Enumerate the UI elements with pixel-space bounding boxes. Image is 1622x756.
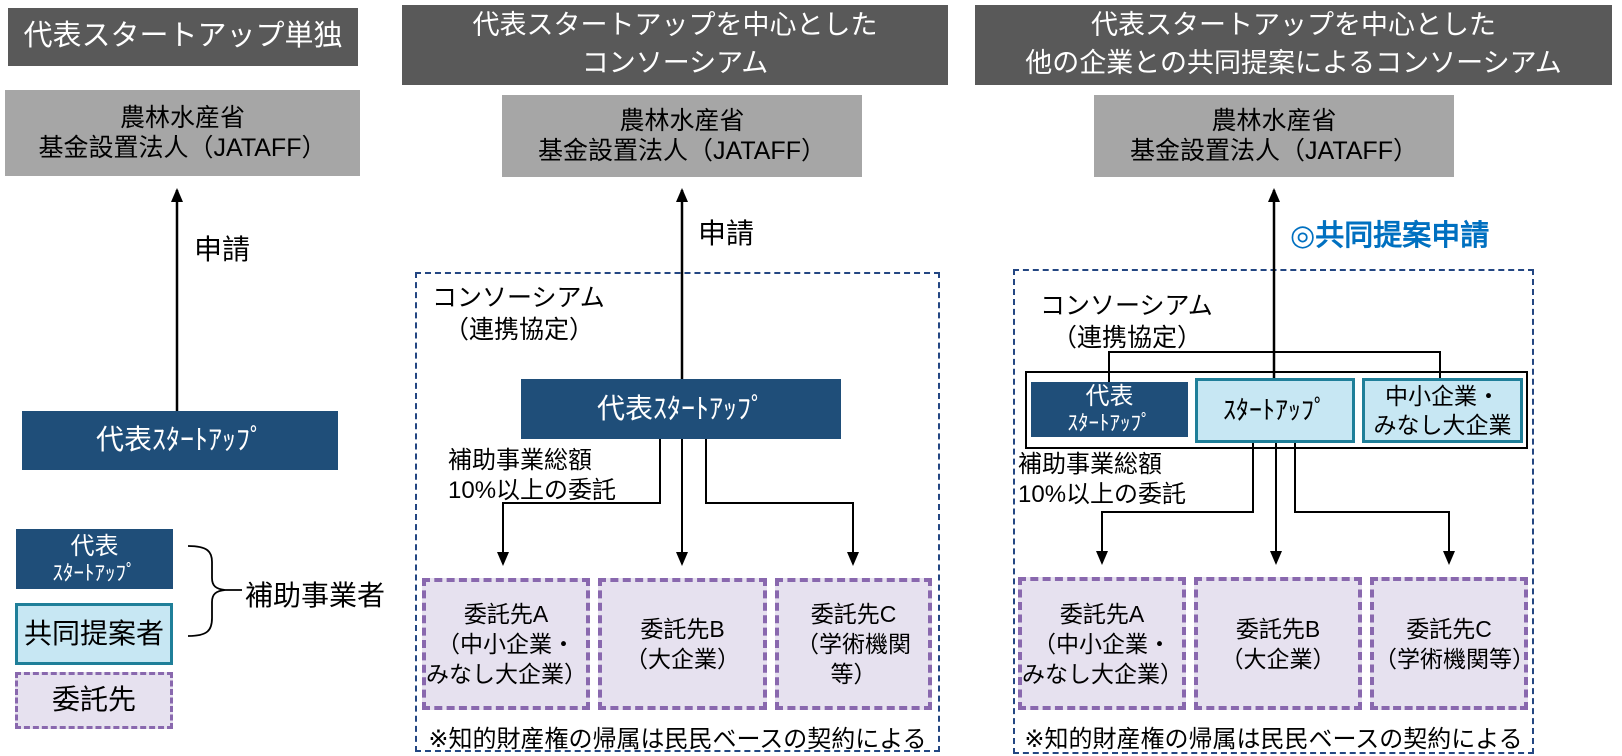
contractor-c-box-right: 委託先C （学術機関等） (1370, 577, 1535, 710)
legend-representative-startup: 代表 ｽﾀｰﾄｱｯﾌﾟ (16, 529, 173, 589)
column-left-header: 代表スタートアップ単独 (8, 8, 358, 66)
column-middle-header: 代表スタートアップを中心とした コンソーシアム (402, 5, 948, 85)
entrust-note-middle: 補助事業総額 10%以上の委託 (448, 447, 617, 504)
contractor-b-box-right: 委託先B （大企業） (1194, 577, 1362, 710)
legend-joint-proposer: 共同提案者 (15, 603, 173, 665)
column-right-header: 代表スタートアップを中心とした 他の企業との共同提案によるコンソーシアム (975, 5, 1612, 85)
consortium-label-right: コンソーシアム （連携協定） (1040, 292, 1213, 352)
jataff-box-left: 農林水産省 基金設置法人（JATAFF） (5, 90, 360, 176)
representative-startup-box-left: 代表ｽﾀｰﾄｱｯﾌﾟ (22, 411, 338, 470)
contractor-c-box-middle: 委託先C （学術機関等） (775, 578, 932, 710)
legend-subsidized-operator-label: 補助事業者 (245, 580, 386, 611)
member-startup-box: ｽﾀｰﾄｱｯﾌﾟ (1195, 378, 1355, 443)
legend-contractor: 委託先 (15, 672, 173, 729)
apply-label-left: 申請 (194, 234, 251, 265)
contractor-a-box-right: 委託先A （中小企業・ みなし大企業） (1018, 577, 1186, 710)
column-left-header-text: 代表スタートアップ単独 (23, 20, 343, 53)
consortium-label-middle: コンソーシアム （連携協定） (432, 284, 605, 344)
jataff-box-right: 農林水産省 基金設置法人（JATAFF） (1094, 95, 1454, 177)
member-representative-startup-box: 代表 ｽﾀｰﾄｱｯﾌﾟ (1031, 382, 1188, 437)
member-sme-box: 中小企業・ みなし大企業 (1362, 378, 1523, 443)
joint-apply-label-right: ◎共同提案申請 (1290, 220, 1490, 252)
contractor-b-box-middle: 委託先B （大企業） (598, 578, 767, 710)
apply-label-middle: 申請 (698, 218, 755, 249)
jataff-box-middle: 農林水産省 基金設置法人（JATAFF） (502, 95, 862, 177)
representative-startup-box-middle: 代表ｽﾀｰﾄｱｯﾌﾟ (521, 379, 841, 439)
consortium-boundary-middle (415, 272, 940, 752)
contractor-a-box-middle: 委託先A （中小企業・ みなし大企業） (422, 578, 590, 710)
ip-note-right: ※知的財産権の帰属は民民ベースの契約による (1024, 726, 1523, 753)
ip-note-middle: ※知的財産権の帰属は民民ベースの契約による (428, 726, 927, 753)
legend-brace (187, 545, 226, 637)
entrust-note-right: 補助事業総額 10%以上の委託 (1018, 451, 1187, 508)
